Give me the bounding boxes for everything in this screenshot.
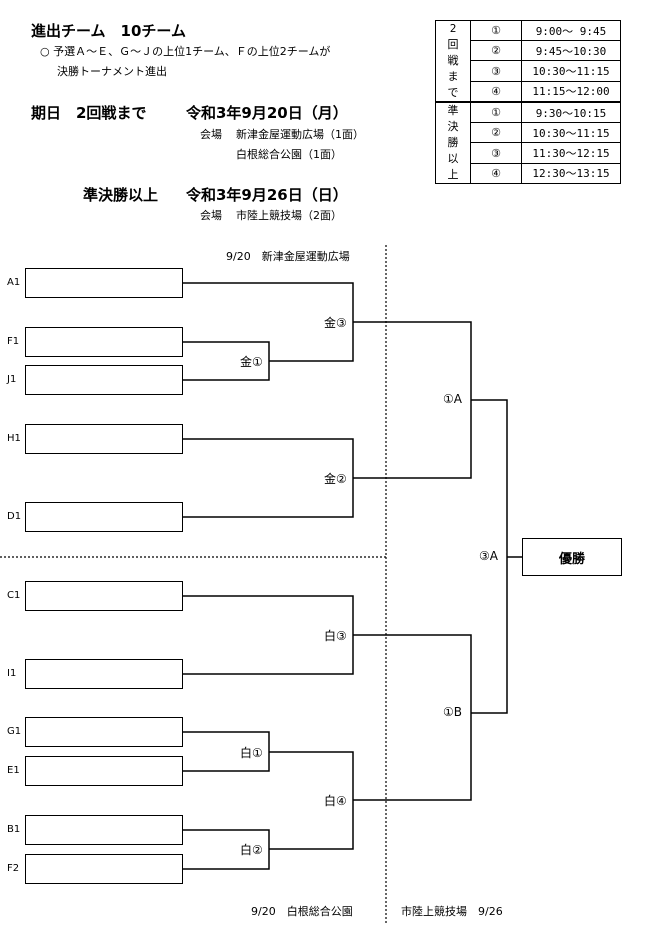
team-box-f1	[25, 327, 183, 357]
venue1-label: 会場	[200, 128, 222, 141]
bracket-line	[353, 634, 472, 713]
team-box-c1	[25, 581, 183, 611]
date2-value: 令和3年9月26日（日）	[186, 186, 348, 204]
venue1-a: 新津金屋運動広場（1面）	[236, 128, 364, 141]
bracket-line	[471, 557, 508, 714]
schedule-group2-label: 準決勝以上	[435, 101, 471, 184]
team-label-f2: F2	[7, 863, 20, 874]
team-label-b1: B1	[7, 824, 21, 835]
match-label-shiro4: 白④	[324, 794, 347, 808]
team-label-d1: D1	[7, 511, 22, 522]
date1-label: 期日 2回戦まで	[31, 104, 147, 122]
schedule-time: 10:30～11:15	[521, 122, 621, 144]
bracket-line	[269, 322, 354, 362]
date2-label: 準決勝以上	[83, 186, 159, 204]
match-label-semi-b: ①B	[443, 705, 462, 719]
team-box-h1	[25, 424, 183, 454]
venue2-label: 会場	[200, 209, 222, 222]
bracket-line	[471, 399, 508, 557]
team-label-e1: E1	[7, 765, 20, 776]
team-box-a1	[25, 268, 183, 298]
bracket-line	[269, 751, 354, 800]
match-label-final: ③A	[479, 549, 498, 563]
bracket-line	[183, 282, 354, 322]
match-label-shiro3: 白③	[324, 629, 347, 643]
venue-bottom-left: 9/20 白根総合公園	[251, 905, 353, 918]
note-line-2: 決勝トーナメント進出	[57, 65, 167, 78]
schedule-time: 11:15～12:00	[521, 80, 621, 103]
page-title: 進出チーム 10チーム	[31, 22, 186, 40]
date1-value: 令和3年9月20日（月）	[186, 104, 348, 122]
team-box-f2	[25, 854, 183, 884]
bracket-line	[353, 400, 472, 479]
venue-bottom-right: 市陸上競技場 9/26	[401, 905, 503, 918]
team-label-f1: F1	[7, 336, 20, 347]
team-box-b1	[25, 815, 183, 845]
team-label-h1: H1	[7, 433, 21, 444]
bracket-line	[269, 800, 354, 850]
note-line-1: ○ 予選Ａ～Ｅ、Ｇ～Ｊの上位1チーム、Ｆの上位2チームが	[40, 45, 331, 58]
team-label-c1: C1	[7, 590, 21, 601]
team-box-d1	[25, 502, 183, 532]
bracket-line	[353, 321, 472, 400]
venue-top: 9/20 新津金屋運動広場	[226, 250, 350, 263]
match-label-kin1: 金①	[240, 355, 263, 369]
schedule-time: 10:30～11:15	[521, 60, 621, 82]
bracket-line	[353, 713, 472, 801]
match-label-semi-a: ①A	[443, 392, 462, 406]
team-box-g1	[25, 717, 183, 747]
schedule-time: 9:45～10:30	[521, 40, 621, 62]
schedule-num: ④	[470, 162, 522, 185]
venue2: 市陸上競技場（2面）	[236, 209, 342, 222]
match-label-kin2: 金②	[324, 472, 347, 486]
team-label-i1: I1	[7, 668, 17, 679]
winner-box: 優勝	[522, 538, 622, 576]
team-box-i1	[25, 659, 183, 689]
match-label-shiro1: 白①	[240, 746, 263, 760]
venue1-b: 白根総合公園（1面）	[236, 148, 342, 161]
schedule-time: 12:30～13:15	[521, 162, 621, 185]
team-label-a1: A1	[7, 277, 21, 288]
match-label-shiro2: 白②	[240, 843, 263, 857]
team-box-e1	[25, 756, 183, 786]
team-label-j1: J1	[7, 374, 17, 385]
team-label-g1: G1	[7, 726, 22, 737]
schedule-num: ③	[470, 60, 522, 82]
match-label-kin3: 金③	[324, 316, 347, 330]
team-box-j1	[25, 365, 183, 395]
